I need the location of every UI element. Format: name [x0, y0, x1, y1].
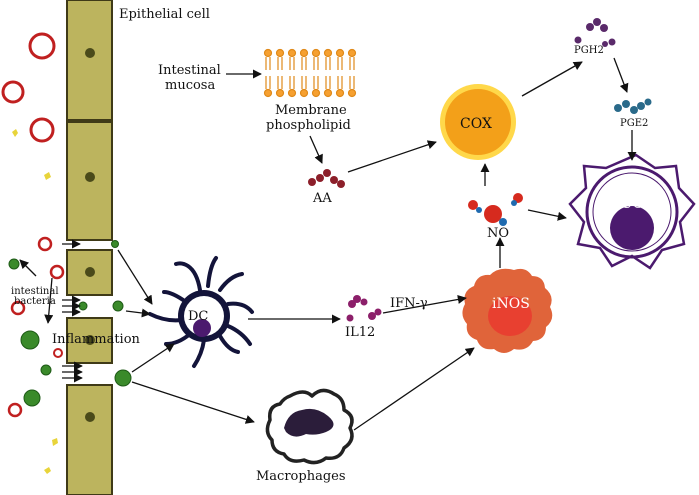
il12-molecule-icon	[346, 295, 382, 322]
label-membrane: Membrane	[275, 103, 347, 118]
label-il12: IL12	[345, 325, 375, 340]
label-ifn-gamma: IFN-γ	[390, 296, 428, 311]
inos-cell-icon	[462, 268, 553, 353]
pathway-arrows	[117, 57, 637, 431]
label-inflammation: Inflammation	[52, 332, 141, 347]
uc-cell-icon	[568, 153, 696, 270]
label-mucosa: mucosa	[165, 78, 215, 93]
label-phospholipid: phospholipid	[266, 118, 351, 133]
aa-molecule-icon	[308, 169, 345, 188]
label-dc: DC	[188, 309, 208, 324]
label-pge2: PGE2	[620, 118, 648, 129]
label-intestinal: Intestinal	[158, 63, 221, 78]
pgh2-molecule-icon	[574, 18, 616, 47]
cox-enzyme-icon	[440, 84, 516, 160]
label-epithelial-cell: Epithelial cell	[119, 7, 210, 22]
label-intestinal-bacteria-1: intestinal	[11, 286, 59, 297]
macrophage-cell-icon	[265, 388, 354, 465]
label-cox: COX	[460, 116, 492, 132]
label-pgh2: PGH2	[574, 45, 604, 56]
membrane-bilayer-icon	[263, 48, 357, 98]
luminal-microbes	[1, 32, 132, 474]
translocation-arrows	[19, 239, 83, 383]
dendritic-cell-icon	[148, 256, 254, 368]
pge2-molecule-icon	[614, 98, 652, 114]
no-molecule-icon	[468, 193, 523, 226]
label-no: NO	[487, 226, 509, 241]
label-intestinal-bacteria-2: bacteria	[14, 296, 56, 307]
label-macrophages: Macrophages	[256, 469, 346, 484]
label-inos: iNOS	[492, 296, 530, 312]
epithelial-cell-column	[66, 0, 113, 495]
label-uc: UC	[621, 196, 644, 212]
label-aa: AA	[312, 191, 332, 206]
